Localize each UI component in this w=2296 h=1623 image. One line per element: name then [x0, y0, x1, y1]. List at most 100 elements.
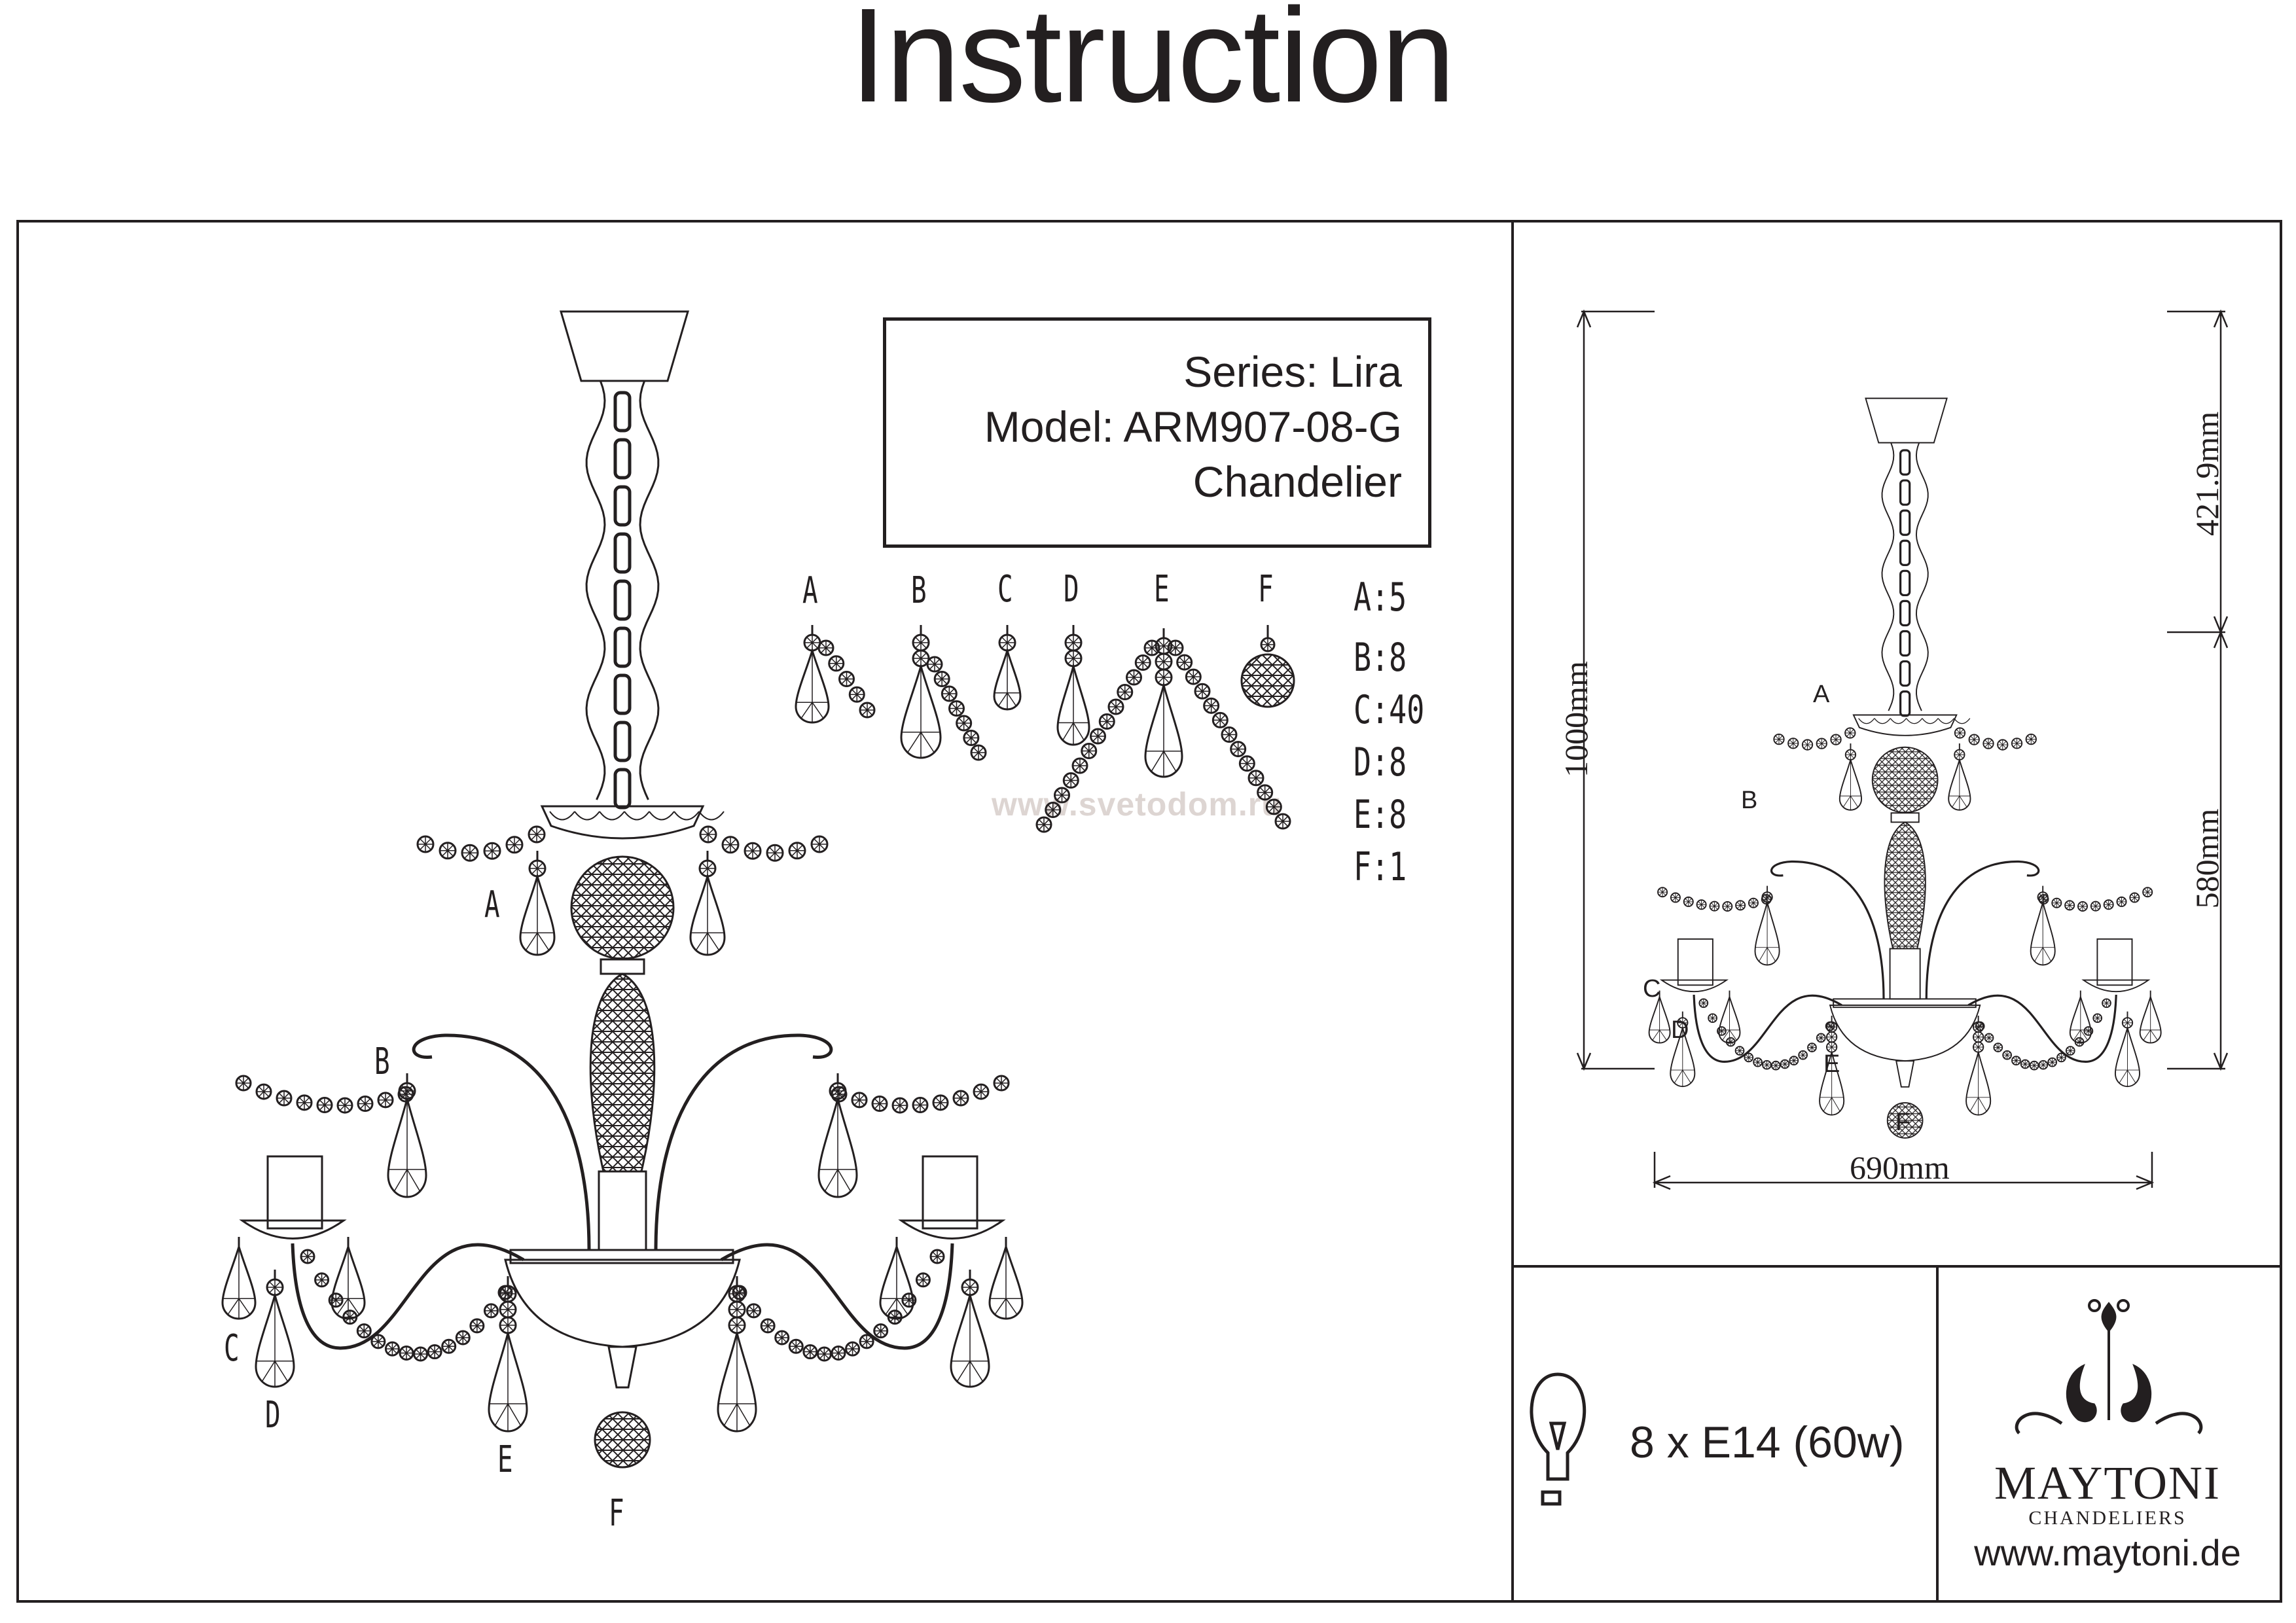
- bead-facet: [371, 1334, 385, 1348]
- maytoni-logo-icon: [2015, 1299, 2203, 1435]
- bead-facet: [507, 836, 522, 853]
- bead-facet: [942, 687, 957, 701]
- chain-link: [613, 673, 632, 715]
- brand-name: MAYTONI: [1994, 1457, 2221, 1509]
- bead-facet: [829, 656, 844, 671]
- bead-facet: [315, 1273, 329, 1287]
- bead-facet: [803, 1345, 817, 1359]
- bead-facet: [267, 1279, 283, 1295]
- chain-link: [613, 626, 632, 668]
- bead-facet: [236, 1076, 251, 1090]
- bead-facet: [729, 1302, 745, 1317]
- crystal-facet: [223, 1247, 255, 1319]
- drawing-label-b: B: [374, 1041, 390, 1083]
- bead-facet: [399, 1087, 413, 1101]
- cable: [585, 380, 606, 800]
- instruction-frame: [16, 220, 2282, 1603]
- bead-facet: [1066, 635, 1081, 651]
- bead-facet: [529, 827, 545, 842]
- drawing-label-d: D: [265, 1394, 281, 1436]
- crystal-facet: [1058, 666, 1089, 745]
- bead-facet: [789, 1340, 803, 1353]
- bead-facet: [902, 1293, 916, 1307]
- bead-facet: [1136, 655, 1151, 670]
- bead-facet: [529, 861, 545, 876]
- chandelier-drawing: [221, 310, 1024, 1469]
- lower-arm: [720, 1243, 954, 1350]
- bead-facet: [1204, 698, 1219, 713]
- bead-facet: [1037, 817, 1051, 832]
- bead-facet: [442, 1340, 456, 1353]
- bead-facet: [913, 1097, 927, 1113]
- bead-facet: [1054, 788, 1069, 802]
- crown: [540, 805, 705, 840]
- bead-facet: [931, 1250, 944, 1263]
- crystal-facet: [332, 1247, 365, 1319]
- brand-website[interactable]: www.maytoni.de: [1974, 1532, 2241, 1573]
- bead-facet: [747, 1304, 761, 1317]
- bead-facet: [888, 1310, 902, 1324]
- bead-facet: [301, 1250, 314, 1263]
- bead-facet: [1261, 638, 1274, 651]
- crystal-facet: [489, 1333, 527, 1431]
- bead-facet: [1090, 729, 1105, 743]
- bead-facet: [378, 1092, 393, 1107]
- chain-link: [613, 721, 632, 762]
- bead-facet: [297, 1095, 312, 1110]
- crystal-ball: [1240, 653, 1295, 708]
- bead-facet: [832, 1087, 846, 1101]
- bead-facet: [470, 1319, 484, 1332]
- bead-facet: [962, 1279, 978, 1295]
- brand-subtitle: CHANDELIERS: [2028, 1507, 2187, 1529]
- bead-facet: [860, 1334, 874, 1348]
- divider-vertical: [1511, 220, 1514, 1600]
- bead-facet: [418, 836, 433, 852]
- bead-facet: [1186, 669, 1201, 685]
- divider-bottom: [1936, 1265, 1939, 1600]
- crystal-facet: [819, 1099, 857, 1197]
- crown-scallop: [673, 811, 700, 821]
- bead-facet: [343, 1310, 357, 1324]
- bead-facet: [819, 641, 833, 655]
- lower-arm: [291, 1243, 525, 1350]
- bulb-spec: 8 x E14 (60w): [1630, 1418, 1905, 1467]
- bead-facet: [933, 1095, 948, 1110]
- bead-facet: [500, 1286, 516, 1302]
- bead-facet: [1081, 743, 1096, 758]
- bead-facet: [1117, 685, 1132, 700]
- bead-facet: [1276, 814, 1290, 829]
- vase: [589, 972, 656, 1173]
- chain-link: [613, 579, 632, 621]
- bead-facet: [1064, 773, 1079, 788]
- bead-facet: [872, 1096, 887, 1111]
- bead-facet: [1073, 758, 1087, 773]
- drawing-label-e: E: [497, 1438, 513, 1481]
- light-bulb-icon: [1530, 1372, 1587, 1506]
- parts-legend-drawings: [795, 625, 1295, 833]
- bead-facet: [1109, 700, 1123, 714]
- chain-link: [613, 768, 632, 810]
- bead-facet: [956, 716, 971, 730]
- chain-link: [613, 485, 632, 527]
- bead-facet: [399, 1083, 415, 1099]
- crystal-facet: [691, 876, 725, 955]
- bead-facet: [804, 635, 820, 651]
- bead-facet: [963, 730, 978, 745]
- bead-facet: [700, 861, 715, 876]
- part-count-a: A:5: [1354, 575, 1407, 620]
- dim-label-c: C: [1643, 975, 1661, 1003]
- bead-facet: [329, 1293, 343, 1307]
- bead-facet: [767, 845, 783, 861]
- drawing-label-a: A: [484, 883, 500, 926]
- part-count-c: C:40: [1354, 687, 1425, 733]
- bead-facet: [500, 1317, 516, 1333]
- bead-facet: [954, 1091, 968, 1105]
- candle: [266, 1155, 323, 1230]
- bead-facet: [1156, 638, 1172, 654]
- crystal-facet: [901, 666, 941, 758]
- bead-facet: [1222, 727, 1236, 742]
- bead-facet: [400, 1346, 413, 1360]
- bead-facet: [846, 1342, 859, 1356]
- bead-facet: [1145, 641, 1159, 655]
